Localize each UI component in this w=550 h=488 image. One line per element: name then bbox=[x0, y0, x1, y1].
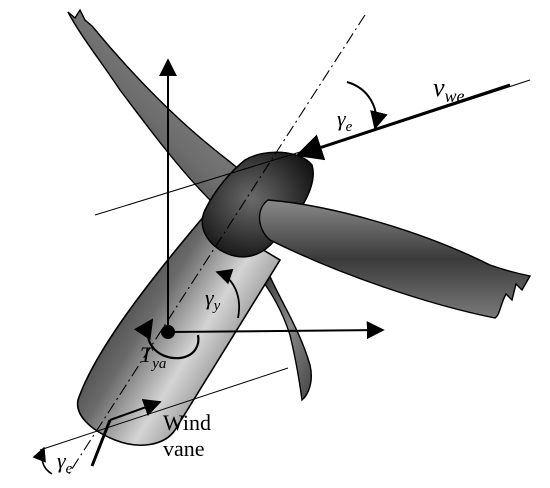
t-ya-label: Tya bbox=[140, 342, 166, 372]
gamma-y-label: γy bbox=[205, 285, 221, 314]
gamma-e-arc-bottom bbox=[32, 446, 53, 475]
gamma-e-label-top: γe bbox=[337, 106, 353, 135]
horizontal-reference-line bbox=[94, 151, 301, 216]
rotor-blade-right bbox=[258, 199, 532, 319]
yaw-torque-arc bbox=[133, 318, 200, 360]
gamma-e-label-bottom: γe bbox=[57, 448, 73, 477]
gamma-e-arc-top bbox=[346, 81, 388, 130]
rotor-hub bbox=[201, 151, 314, 258]
wind-vane-label-line2: vane bbox=[163, 436, 205, 461]
wind-vane-arrow bbox=[90, 419, 112, 467]
gamma-y-arc bbox=[215, 268, 240, 319]
yaw-pivot-point bbox=[161, 325, 175, 339]
wind-vane-label-line1: Wind bbox=[163, 410, 211, 435]
nacelle-axis bbox=[67, 14, 366, 476]
horizontal-axis-arrow bbox=[167, 321, 385, 340]
rotor-blade-lower bbox=[256, 271, 312, 402]
wind-vane-pointer bbox=[109, 399, 162, 421]
wind-velocity-vector bbox=[295, 83, 511, 161]
v-we-label: vwe bbox=[433, 73, 465, 106]
vane-reference-line bbox=[39, 367, 289, 451]
